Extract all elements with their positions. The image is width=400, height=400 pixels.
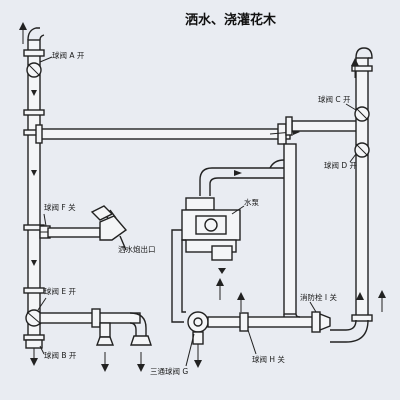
right-vertical-pipe — [351, 47, 373, 322]
valve-d — [354, 142, 370, 158]
label-valve-e-open: 球阀 E 开 — [44, 286, 77, 296]
arrow-down-icon — [30, 358, 38, 366]
bottom-sprinkler-branch — [39, 308, 152, 346]
arrow-down-icon — [137, 364, 145, 372]
arrow-down-icon — [31, 260, 37, 266]
label-valve-c-open: 球阀 C 开 — [318, 94, 351, 104]
arrow-up-icon — [216, 278, 224, 286]
arrow-up-icon — [351, 58, 359, 66]
label-valve-d-open: 球阀 D 开 — [324, 160, 358, 170]
diagram-title: 洒水、浇灌花木 — [185, 12, 277, 28]
left-vertical-pipe — [23, 27, 45, 341]
arrow-up-icon — [356, 292, 364, 300]
label-cannon-outlet: 洒水炮出口 — [118, 244, 156, 254]
arrow-down-icon — [218, 268, 226, 274]
label-hydrant-i-close: 消防栓 I 关 — [300, 292, 337, 302]
water-cannon-outlet — [47, 205, 128, 251]
arrow-down-icon — [31, 170, 37, 176]
label-valve-b-open: 球阀 B 开 — [44, 350, 77, 360]
valve-c — [354, 106, 370, 122]
pump-riser-pipe — [269, 143, 297, 315]
label-valve-h-close: 球阀 H 关 — [252, 354, 285, 364]
valve-b — [25, 339, 43, 349]
arrow-down-icon — [31, 90, 37, 96]
bottom-right-pipe — [171, 310, 331, 345]
arrow-down-icon — [194, 360, 202, 368]
valve-a — [26, 62, 42, 78]
arrow-up-icon — [237, 292, 245, 300]
arrow-right-icon — [234, 170, 242, 176]
valve-e — [25, 309, 43, 327]
water-pump — [181, 197, 241, 261]
arrow-up-icon — [378, 290, 386, 298]
label-valve-f-close: 球阀 F 关 — [44, 202, 76, 212]
arrow-down-icon — [101, 364, 109, 372]
top-horizontal-pipe — [35, 123, 291, 145]
label-three-way-g: 三通球阀 G — [150, 366, 188, 376]
arrow-up-icon — [19, 22, 27, 30]
label-pump: 水泵 — [244, 197, 259, 207]
label-valve-a-open: 球阀 A 开 — [52, 50, 85, 60]
